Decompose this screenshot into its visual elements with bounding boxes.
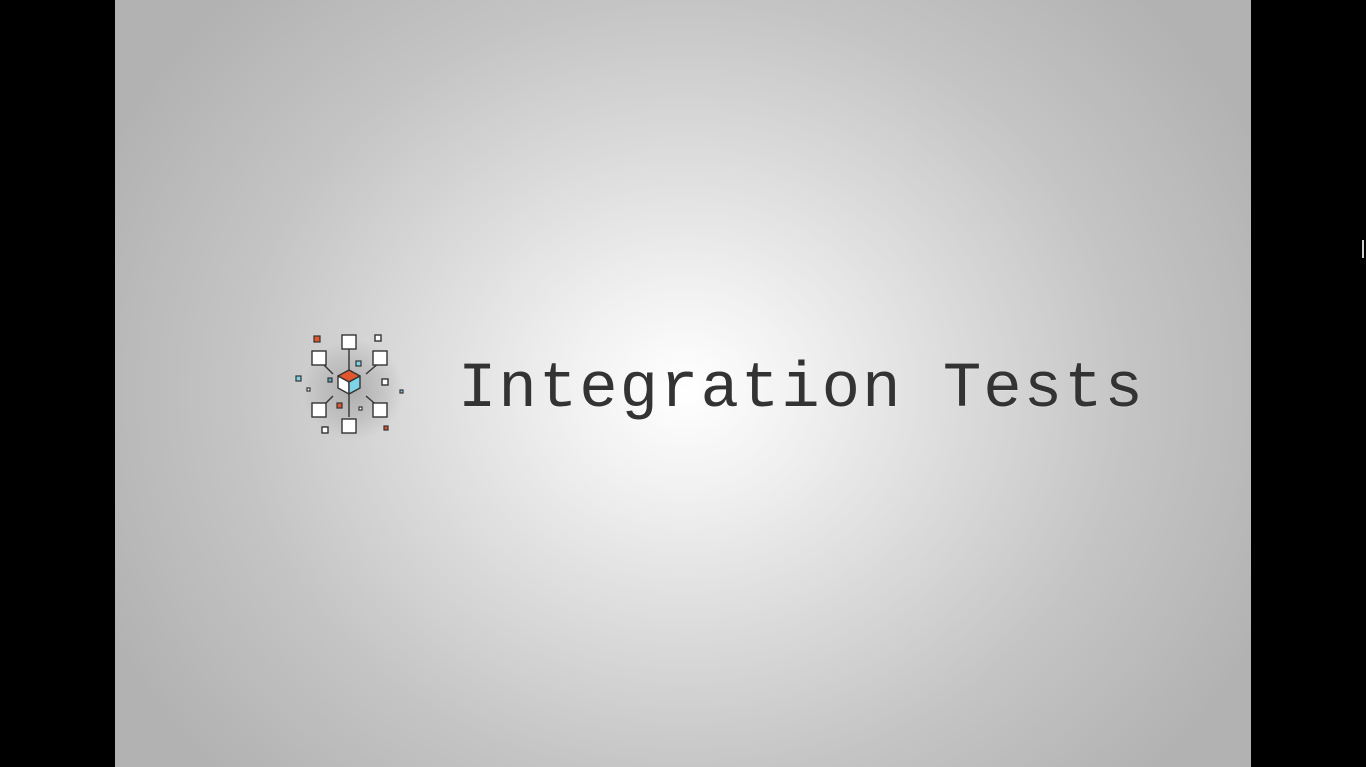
- screen-edge-marker: [1362, 240, 1364, 258]
- slide-title: Integration Tests: [458, 354, 1145, 426]
- integration-network-cube-icon: [295, 334, 404, 434]
- title-slide: Integration Tests: [115, 0, 1251, 767]
